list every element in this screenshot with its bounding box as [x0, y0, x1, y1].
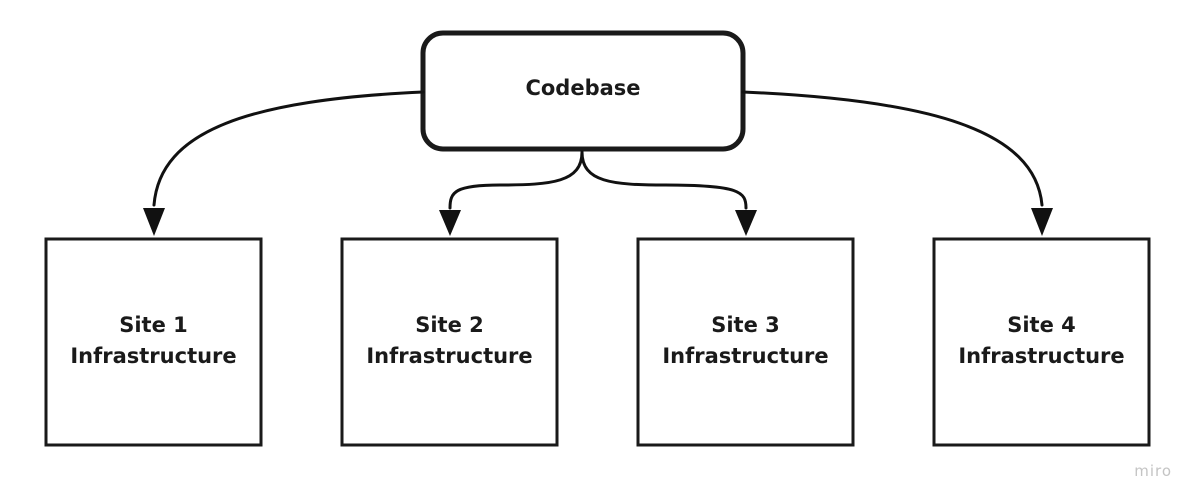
arrowhead-site-4 [1031, 208, 1053, 236]
site-2-box [340, 237, 559, 447]
site-3-node[interactable]: Site 3 Infrastructure [636, 237, 855, 447]
arrowhead-site-1 [143, 208, 165, 236]
arrow-to-site-1 [152, 90, 425, 207]
site-3-subtitle: Infrastructure [662, 344, 828, 368]
arrow-to-site-4 [741, 90, 1044, 207]
site-1-title: Site 1 [119, 313, 188, 337]
arrowhead-site-3 [735, 210, 757, 236]
miro-watermark: miro [1134, 462, 1172, 480]
site-1-box [44, 237, 263, 447]
site-4-subtitle: Infrastructure [958, 344, 1124, 368]
site-4-box [932, 237, 1151, 447]
arrow-to-site-3 [580, 150, 748, 210]
site-1-subtitle: Infrastructure [70, 344, 236, 368]
site-1-node[interactable]: Site 1 Infrastructure [44, 237, 263, 447]
site-2-title: Site 2 [415, 313, 484, 337]
codebase-node[interactable]: Codebase [420, 30, 746, 152]
arrowhead-site-2 [439, 210, 461, 236]
site-4-title: Site 4 [1007, 313, 1076, 337]
arrow-to-site-2 [448, 150, 584, 210]
site-3-title: Site 3 [711, 313, 780, 337]
site-3-box [636, 237, 855, 447]
site-2-node[interactable]: Site 2 Infrastructure [340, 237, 559, 447]
codebase-label: Codebase [525, 76, 640, 100]
site-2-subtitle: Infrastructure [366, 344, 532, 368]
site-4-node[interactable]: Site 4 Infrastructure [932, 237, 1151, 447]
